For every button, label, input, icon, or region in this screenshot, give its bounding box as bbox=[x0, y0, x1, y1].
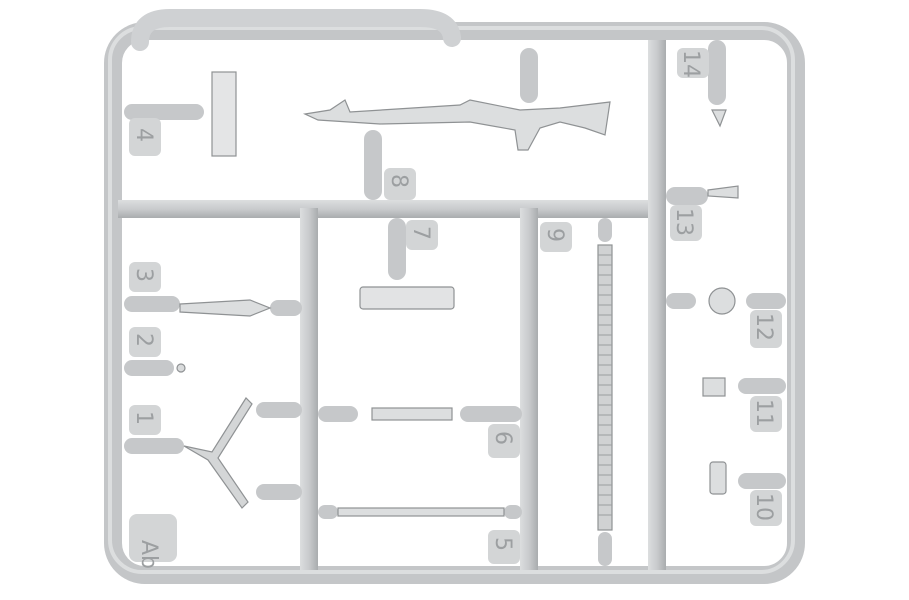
part-number-7: 7 bbox=[408, 226, 433, 240]
part-number-10: 10 bbox=[751, 493, 776, 521]
part-number-2: 2 bbox=[131, 333, 156, 347]
part-number-6: 6 bbox=[490, 431, 515, 445]
part-number-12: 12 bbox=[751, 313, 776, 341]
part-number-3: 3 bbox=[131, 268, 156, 282]
vertical-runner bbox=[520, 208, 538, 570]
part-number-4: 4 bbox=[131, 128, 156, 142]
parts bbox=[176, 71, 739, 531]
ammo-belt-links bbox=[598, 254, 612, 516]
part-number-14: 14 bbox=[678, 50, 703, 78]
vertical-runner bbox=[648, 40, 666, 570]
vertical-runner bbox=[300, 208, 318, 570]
horizontal-runner bbox=[118, 200, 658, 218]
part-number-1: 1 bbox=[131, 411, 156, 425]
gates bbox=[124, 40, 786, 566]
part-number-11: 11 bbox=[751, 399, 776, 427]
part-number-8: 8 bbox=[386, 174, 411, 188]
part-number-9: 9 bbox=[542, 228, 567, 242]
frame-label: Ab bbox=[136, 540, 161, 569]
part-number-13: 13 bbox=[671, 208, 696, 236]
part-number-5: 5 bbox=[490, 537, 515, 551]
number-tags bbox=[129, 48, 782, 564]
top-handle bbox=[131, 9, 461, 51]
